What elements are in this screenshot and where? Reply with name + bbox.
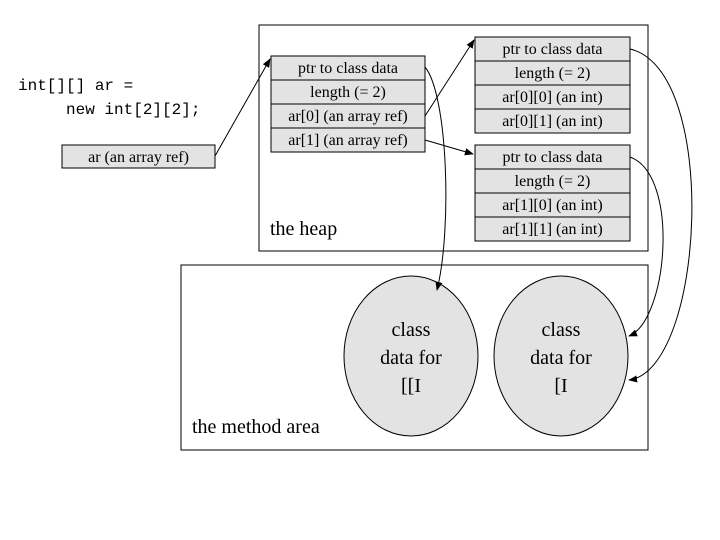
outer-array-cell-text: length (= 2)	[310, 84, 386, 101]
inner-array-0-cell-text: length (= 2)	[515, 65, 591, 82]
inner-array-0-cell-text: ar[0][0] (an int)	[502, 89, 602, 106]
outer-array-cell	[270, 127, 426, 153]
inner-array-1-cell	[474, 144, 631, 170]
arrow-ar0-to-inner-array-0	[424, 39, 475, 117]
outer-array-cell	[270, 79, 426, 105]
inner-array-0-cell	[474, 84, 631, 110]
inner-array-1-cell-text: ar[1][1] (an int)	[502, 221, 602, 238]
method-area-label: the method area	[192, 416, 320, 438]
inner-array-1-cell	[474, 192, 631, 218]
outer-array-cell	[270, 55, 426, 81]
local-variable-ar: ar (an array ref)	[61, 144, 216, 169]
inner-array-1-cell-text: ar[1][0] (an int)	[502, 197, 602, 214]
inner-array-0-cell	[474, 60, 631, 86]
code-line-2: new int[2][2];	[66, 101, 200, 119]
inner-array-1-cell-text: length (= 2)	[515, 173, 591, 190]
class-data-1d-line: class	[542, 319, 581, 341]
class-data-1d-line: data for	[530, 347, 592, 369]
inner-array-1-object: ptr to class data length (= 2) ar[1][0] …	[474, 144, 631, 242]
inner-array-0-object: ptr to class data length (= 2) ar[0][0] …	[474, 36, 631, 134]
class-data-1d-line: [I	[554, 375, 567, 397]
class-data-2d-line: [[I	[401, 375, 421, 397]
outer-array-object: ptr to class data length (= 2) ar[0] (an…	[270, 55, 426, 153]
arrow-inner0-class-ptr-to-1d-class-data	[628, 48, 693, 383]
arrow-inner1-class-ptr-to-1d-class-data	[628, 156, 664, 337]
outer-array-cell-text: ar[0] (an array ref)	[288, 108, 407, 125]
arrow-ar1-to-inner-array-1	[424, 139, 474, 156]
class-data-1d-int-array: class data for [I	[493, 275, 629, 437]
inner-array-1-cell-text: ptr to class data	[503, 149, 603, 166]
class-data-2d-line: class	[392, 319, 431, 341]
inner-array-0-cell-text: ar[0][1] (an int)	[502, 113, 602, 130]
inner-array-1-cell	[474, 216, 631, 242]
heap-label: the heap	[270, 218, 337, 240]
outer-array-cell-text: ptr to class data	[298, 60, 398, 77]
code-line-1: int[][] ar =	[18, 77, 133, 95]
class-data-2d-int-array: class data for [[I	[343, 275, 479, 437]
local-variable-label: ar (an array ref)	[88, 149, 189, 166]
arrow-ar-to-outer-array	[214, 58, 271, 157]
class-data-2d-line: data for	[380, 347, 442, 369]
outer-array-cell-text: ar[1] (an array ref)	[288, 132, 407, 149]
arrow-outer-class-ptr-to-2d-class-data	[424, 66, 447, 291]
inner-array-0-cell-text: ptr to class data	[503, 41, 603, 58]
inner-array-0-cell	[474, 108, 631, 134]
